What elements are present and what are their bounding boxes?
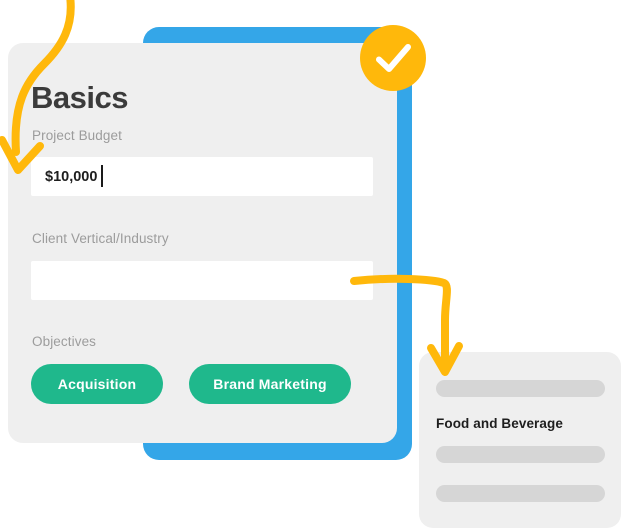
list-item[interactable] xyxy=(436,446,605,463)
project-budget-input[interactable] xyxy=(31,157,373,196)
objective-chip-acquisition[interactable]: Acquisition xyxy=(31,364,163,404)
check-icon xyxy=(376,44,411,72)
basics-form-card: Basics Project Budget Client Vertical/In… xyxy=(8,43,397,443)
text-caret xyxy=(101,165,103,187)
objective-chip-brand-marketing[interactable]: Brand Marketing xyxy=(189,364,351,404)
industry-suggestions-panel: Food and Beverage xyxy=(419,352,621,528)
client-vertical-input[interactable] xyxy=(31,261,373,300)
objectives-label: Objectives xyxy=(32,334,97,349)
list-item[interactable] xyxy=(436,485,605,502)
client-vertical-label: Client Vertical/Industry xyxy=(32,231,169,246)
page-title: Basics xyxy=(31,80,128,115)
list-item-food-and-beverage[interactable]: Food and Beverage xyxy=(436,416,563,431)
list-item[interactable] xyxy=(436,380,605,397)
project-budget-label: Project Budget xyxy=(32,128,122,143)
status-badge xyxy=(360,25,426,91)
